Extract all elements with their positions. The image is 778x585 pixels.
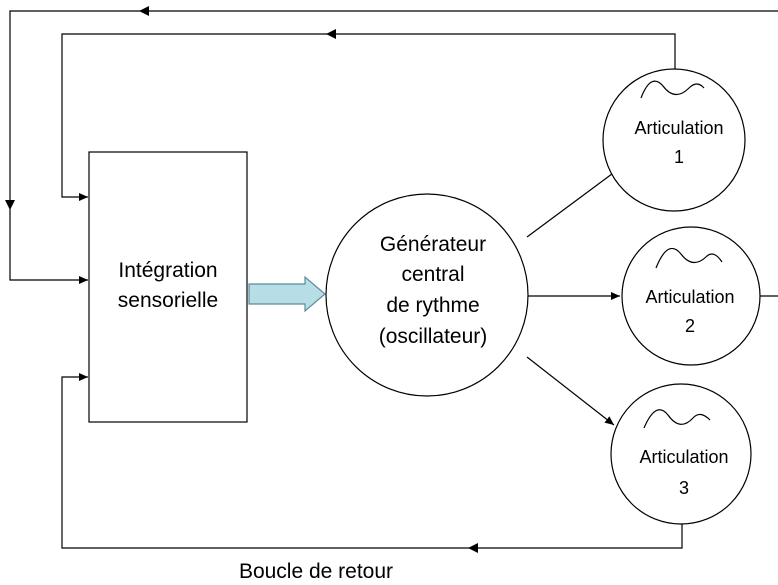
outer-feedback-loop [5, 6, 778, 284]
arrowhead-icon [326, 29, 336, 39]
joint-3-number: 3 [679, 478, 689, 498]
feedback-loop-label: Boucle de retour [239, 560, 393, 583]
arrow-to-joint-3 [526, 356, 615, 426]
sine-wave-icon [655, 247, 723, 269]
joint-2-label: Articulation [645, 287, 734, 307]
sine-wave-icon [640, 80, 705, 99]
cpg-label-line-1: Générateur [380, 233, 486, 256]
sine-wave-icon [643, 409, 711, 429]
joint-1-label: Articulation [634, 118, 723, 138]
sensory-integration-box: Intégration sensorielle [88, 151, 248, 423]
cpg-label-line-4: (oscillateur) [379, 325, 488, 348]
central-rhythm-generator: Générateur central de rythme (oscillateu… [325, 193, 529, 397]
block-arrow-icon [248, 275, 326, 313]
joint-2-number: 2 [685, 316, 695, 336]
joint-3-label: Articulation [639, 447, 728, 467]
arrowhead-icon [139, 6, 149, 16]
arrowhead-icon [468, 543, 478, 553]
joint-2: Articulation 2 [621, 226, 778, 366]
sensory-label-line-2: sensorielle [118, 289, 218, 312]
cpg-label-line-2: central [401, 263, 464, 286]
cpg-label-line-3: de rythme [386, 294, 479, 317]
joint-1: Articulation 1 [602, 68, 746, 212]
joint-3: Articulation 3 [610, 383, 752, 525]
bottom-feedback-loop [61, 373, 683, 553]
arrowhead-icon [5, 200, 15, 210]
joint1-feedback-loop [61, 29, 676, 201]
arrow-to-joint-1 [526, 167, 621, 238]
sensory-label-line-1: Intégration [118, 259, 217, 282]
joint-1-number: 1 [674, 147, 684, 167]
